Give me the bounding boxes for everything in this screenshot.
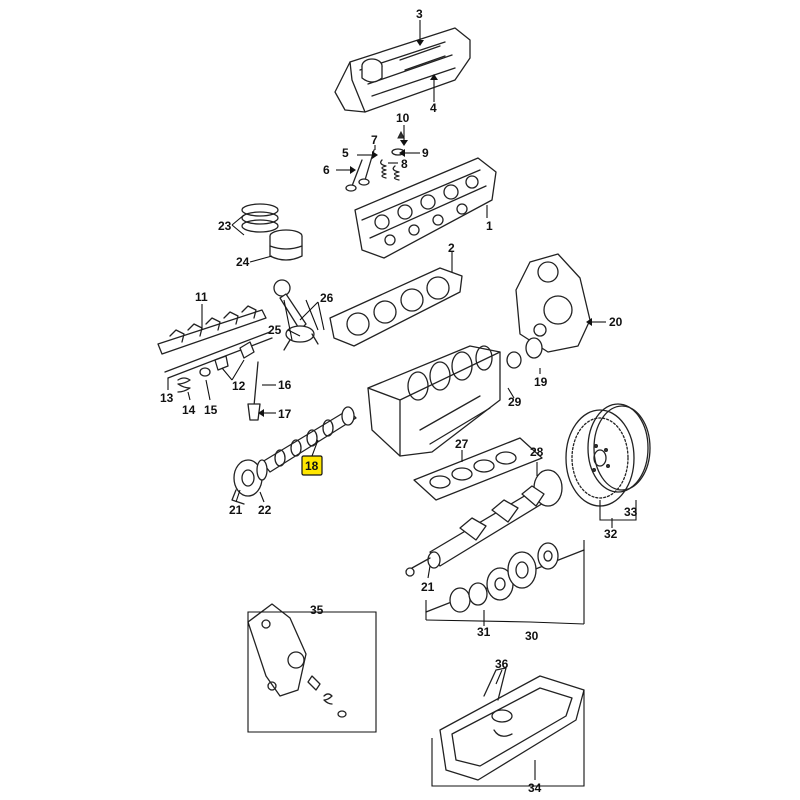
callout-30[interactable]: 30 bbox=[525, 629, 539, 643]
flywheel[interactable] bbox=[565, 403, 651, 507]
callout-21-crank[interactable]: 21 bbox=[421, 580, 435, 594]
callout-20[interactable]: 20 bbox=[609, 315, 623, 329]
callout-19[interactable]: 19 bbox=[534, 375, 548, 389]
callout-26[interactable]: 26 bbox=[320, 291, 334, 305]
rocker-arm-assembly[interactable] bbox=[157, 305, 273, 393]
callout-12[interactable]: 12 bbox=[232, 379, 246, 393]
timing-cover[interactable] bbox=[515, 253, 591, 359]
callout-17[interactable]: 17 bbox=[278, 407, 292, 421]
callout-22[interactable]: 22 bbox=[258, 503, 272, 517]
callout-9[interactable]: 9 bbox=[422, 146, 429, 160]
callout-2[interactable]: 2 bbox=[448, 241, 455, 255]
callout-6[interactable]: 6 bbox=[323, 163, 330, 177]
leader-lines bbox=[167, 20, 613, 780]
callout-24[interactable]: 24 bbox=[236, 255, 250, 269]
callout-32[interactable]: 32 bbox=[604, 527, 618, 541]
crank-seals-and-sprockets[interactable] bbox=[425, 542, 585, 613]
callout-27[interactable]: 27 bbox=[455, 437, 469, 451]
callout-21-camshaft-gear[interactable]: 21 bbox=[229, 503, 243, 517]
callout-29[interactable]: 29 bbox=[508, 395, 522, 409]
callout-5[interactable]: 5 bbox=[342, 146, 349, 160]
crankshaft[interactable] bbox=[405, 469, 563, 577]
connecting-rod[interactable] bbox=[273, 279, 319, 351]
callout-11[interactable]: 11 bbox=[195, 290, 208, 304]
callout-4[interactable]: 4 bbox=[430, 101, 437, 115]
callout-35[interactable]: 35 bbox=[310, 603, 324, 617]
callout-3[interactable]: 3 bbox=[416, 7, 423, 21]
oil-pump-assembly[interactable] bbox=[247, 603, 347, 718]
callout-15[interactable]: 15 bbox=[204, 403, 218, 417]
main-bearings[interactable] bbox=[413, 437, 543, 501]
group-brackets bbox=[247, 299, 637, 787]
oil-pan[interactable] bbox=[439, 667, 585, 781]
head-gasket[interactable] bbox=[329, 267, 463, 347]
piston-rings-and-piston[interactable] bbox=[241, 203, 303, 261]
callout-labels: 1 2 3 4 5 6 7 8 9 10 11 12 13 14 15 16 1… bbox=[160, 7, 638, 795]
callout-14[interactable]: 14 bbox=[182, 403, 196, 417]
callout-7[interactable]: 7 bbox=[371, 133, 378, 147]
callout-28[interactable]: 28 bbox=[530, 445, 544, 459]
callout-8[interactable]: 8 bbox=[401, 157, 408, 171]
callout-34[interactable]: 34 bbox=[528, 781, 542, 795]
engine-block[interactable] bbox=[367, 345, 522, 457]
pushrod-and-lifter[interactable] bbox=[247, 361, 261, 421]
callout-36[interactable]: 36 bbox=[495, 657, 509, 671]
callout-1[interactable]: 1 bbox=[486, 219, 493, 233]
callout-25[interactable]: 25 bbox=[268, 323, 282, 337]
callout-23[interactable]: 23 bbox=[218, 219, 232, 233]
cylinder-head[interactable] bbox=[354, 157, 497, 259]
valve-cover[interactable] bbox=[334, 27, 471, 113]
callout-31[interactable]: 31 bbox=[477, 625, 491, 639]
callout-33[interactable]: 33 bbox=[624, 505, 638, 519]
callout-18[interactable]: 18 bbox=[305, 459, 319, 473]
callout-10[interactable]: 10 bbox=[396, 111, 410, 125]
camshaft[interactable] bbox=[231, 406, 357, 505]
callout-13[interactable]: 13 bbox=[160, 391, 174, 405]
valve-train-parts[interactable] bbox=[345, 130, 405, 192]
callout-16[interactable]: 16 bbox=[278, 378, 292, 392]
highlight-box bbox=[301, 455, 323, 476]
